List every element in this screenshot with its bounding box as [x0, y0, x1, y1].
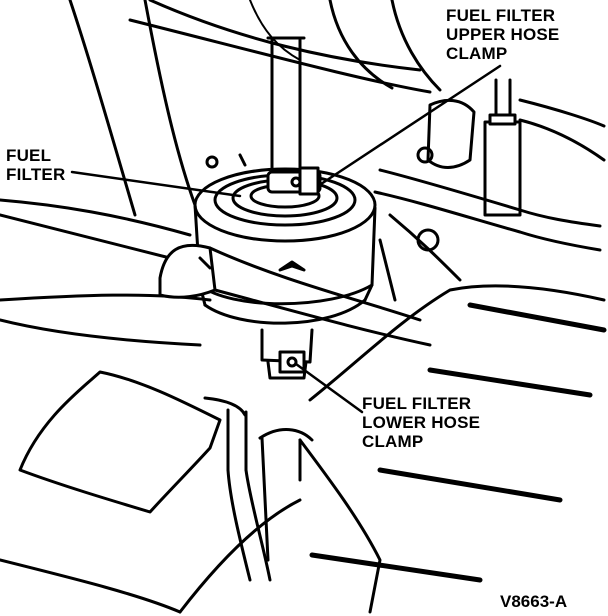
- lower-label-line-3: CLAMP: [362, 432, 424, 451]
- upper-fuel-line: [266, 36, 306, 182]
- filter-label-line-2: FILTER: [6, 165, 66, 184]
- upper-hose-clamp-label: FUEL FILTER UPPER HOSE CLAMP: [446, 6, 559, 63]
- right-fitting: [373, 78, 602, 302]
- upper-label-line-1: FUEL FILTER: [446, 6, 556, 25]
- background-structure: [0, 0, 606, 347]
- fuel-filter-canister: [193, 167, 377, 380]
- lower-label-line-2: LOWER HOSE: [362, 413, 481, 432]
- mounting-strap: [158, 243, 432, 347]
- filter-label-line-1: FUEL: [6, 146, 52, 165]
- upper-label-line-2: UPPER HOSE: [446, 25, 560, 44]
- lower-label-line-1: FUEL FILTER: [362, 394, 472, 413]
- figure-id: V8663-A: [500, 592, 568, 611]
- upper-clamp-drawing: [205, 153, 322, 196]
- leader-lines: [70, 64, 502, 414]
- fuel-filter-label: FUEL FILTER: [6, 146, 65, 184]
- lower-hose-clamp-label: FUEL FILTER LOWER HOSE CLAMP: [362, 394, 480, 451]
- upper-label-line-3: CLAMP: [446, 44, 508, 63]
- lower-left-tray: [0, 370, 314, 614]
- lower-clamp-drawing: [278, 350, 306, 374]
